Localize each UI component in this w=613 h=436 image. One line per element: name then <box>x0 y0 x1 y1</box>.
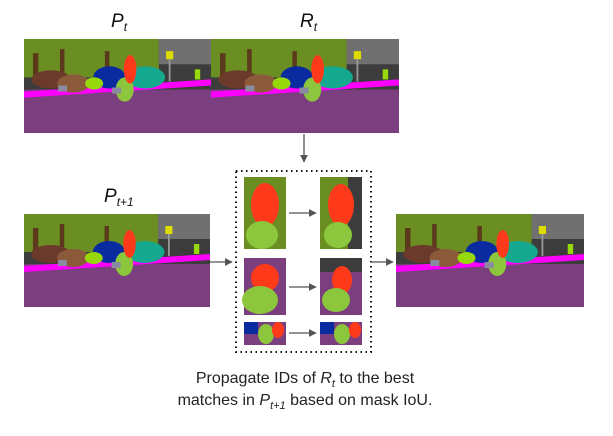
label-p-t1: Pt+1 <box>104 186 134 209</box>
image-r-t <box>211 39 399 133</box>
caption-line2: matches in Pt+1 based on mask IoU. <box>178 392 433 412</box>
crop-p-row1 <box>244 177 286 249</box>
image-p-t1 <box>24 214 210 307</box>
crop-r-row1 <box>320 177 362 249</box>
crop-r-row2 <box>320 258 362 315</box>
image-output <box>396 214 584 307</box>
crop-p-row3 <box>244 322 286 345</box>
image-p-t <box>24 39 211 133</box>
crop-p-row2 <box>242 258 286 315</box>
crop-r-row3 <box>320 322 362 345</box>
label-r-t: Rt <box>300 11 318 34</box>
label-p-t: Pt <box>111 11 128 34</box>
caption-line1: Propagate IDs of Rt to the best <box>196 370 415 390</box>
